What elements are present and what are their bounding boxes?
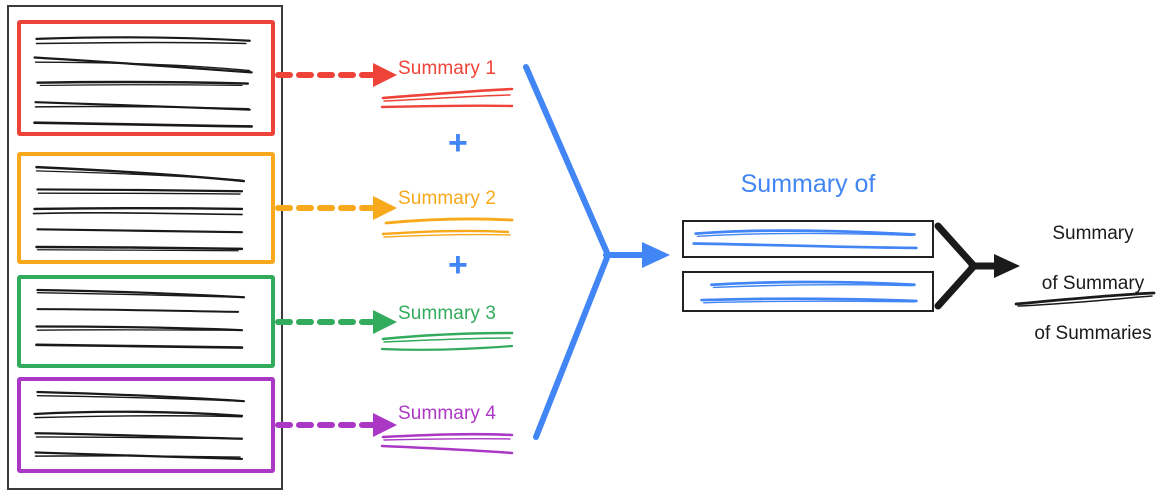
summary-of-summaries-title: Summary of Summaries [682,138,934,293]
dashed-arrow-to-summary-2 [275,196,397,220]
summary-of-summaries-box-2[interactable] [682,271,934,312]
summary-of-summaries-box-1[interactable] [682,220,934,258]
summary-4-label: Summary 4 [398,403,497,424]
plus-operator-2: + [448,246,468,284]
scribble-lines-purple [33,390,246,461]
scribble-lines-green [35,288,246,349]
dashed-arrow-to-summary-1 [275,63,397,87]
summary-1-scribble [380,87,514,109]
scribble-lines-sos-1 [692,229,918,250]
final-output-scribble [1014,291,1156,307]
final-output-title: Summary of Summary of Summaries [1018,196,1168,371]
source-group-purple[interactable] [17,377,275,473]
summary-1-label: Summary 1 [398,58,497,79]
source-group-orange[interactable] [17,152,275,264]
dashed-arrow-to-summary-3 [275,310,397,334]
final-title-line-3: of Summaries [1034,323,1152,344]
final-title-line-2: of Summary [1041,273,1145,294]
plus-operator-1: + [448,124,468,162]
dashed-arrow-to-summary-4 [275,413,397,437]
scribble-lines-sos-2 [700,280,918,304]
source-group-green[interactable] [17,275,275,368]
black-merge-arrow [934,222,1020,310]
source-group-red[interactable] [17,20,275,136]
summary-4-scribble [380,432,514,455]
scribble-lines-red [33,36,253,128]
scribble-lines-orange [32,165,246,252]
sos-title-line-1: Summary of [740,170,876,198]
blue-merge-arrow [523,64,670,440]
summary-2-label: Summary 2 [398,188,497,209]
summary-3-label: Summary 3 [398,303,497,324]
final-title-line-1: Summary [1052,223,1134,244]
summary-3-scribble [380,331,514,351]
summary-2-scribble [381,217,514,238]
